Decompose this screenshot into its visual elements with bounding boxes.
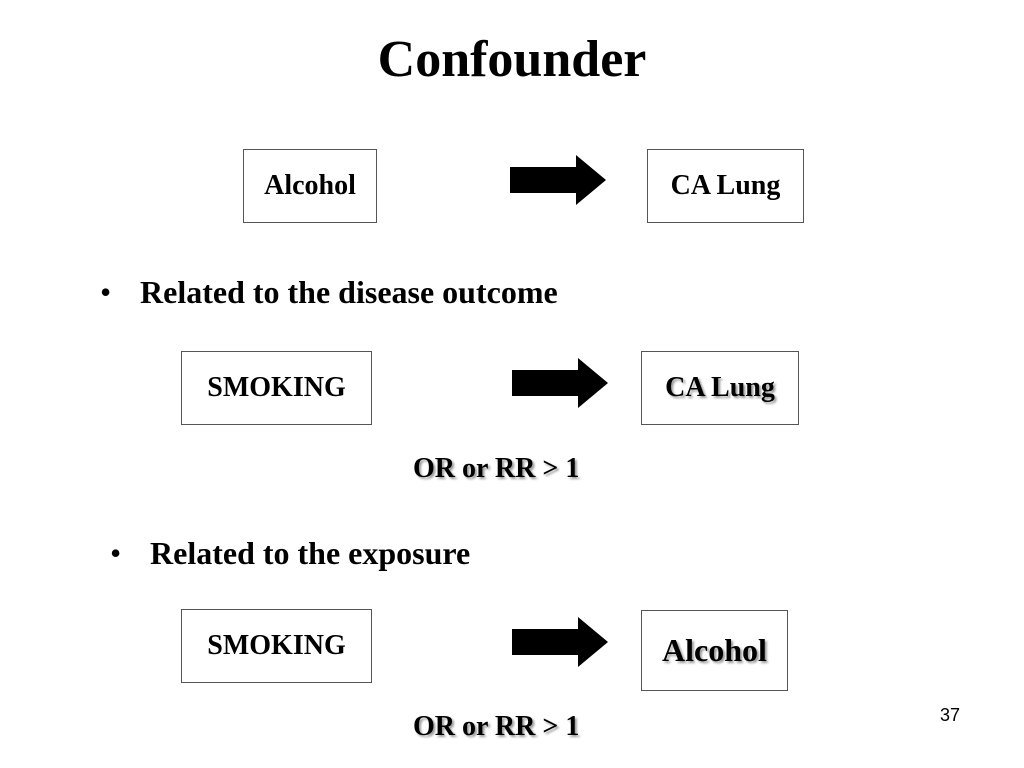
bullet-disease-outcome: • Related to the disease outcome [100,274,558,311]
confounder-box-label: SMOKING [207,372,346,403]
bullet-text: Related to the disease outcome [140,274,558,310]
confounder-box-label: SMOKING [207,630,346,661]
outcome-box-label: CA Lung [665,372,775,403]
exposure-box-label: Alcohol [264,170,356,201]
exposure-box-alcohol: Alcohol [243,149,377,223]
exposure-box-alcohol-2: Alcohol [641,610,788,691]
right-arrow-icon [510,155,606,205]
bullet-marker: • [100,274,112,310]
bullet-text: Related to the exposure [150,535,471,571]
outcome-box-ca-lung-2: CA Lung [641,351,799,425]
bullet-marker: • [110,535,122,571]
right-arrow-icon [512,358,608,408]
right-arrow-icon [512,617,608,667]
bullet-exposure: • Related to the exposure [110,535,470,572]
relation-label-or-rr: OR or RR > 1 [413,711,580,742]
confounder-box-smoking: SMOKING [181,351,372,425]
slide-title: Confounder [377,31,647,88]
confounder-box-smoking-2: SMOKING [181,609,372,683]
outcome-box-ca-lung: CA Lung [647,149,804,223]
outcome-box-label: CA Lung [670,170,781,201]
relation-label-or-rr: OR or RR > 1 [413,453,580,484]
exposure-box-label: Alcohol [662,632,767,668]
page-number: 37 [940,705,961,725]
